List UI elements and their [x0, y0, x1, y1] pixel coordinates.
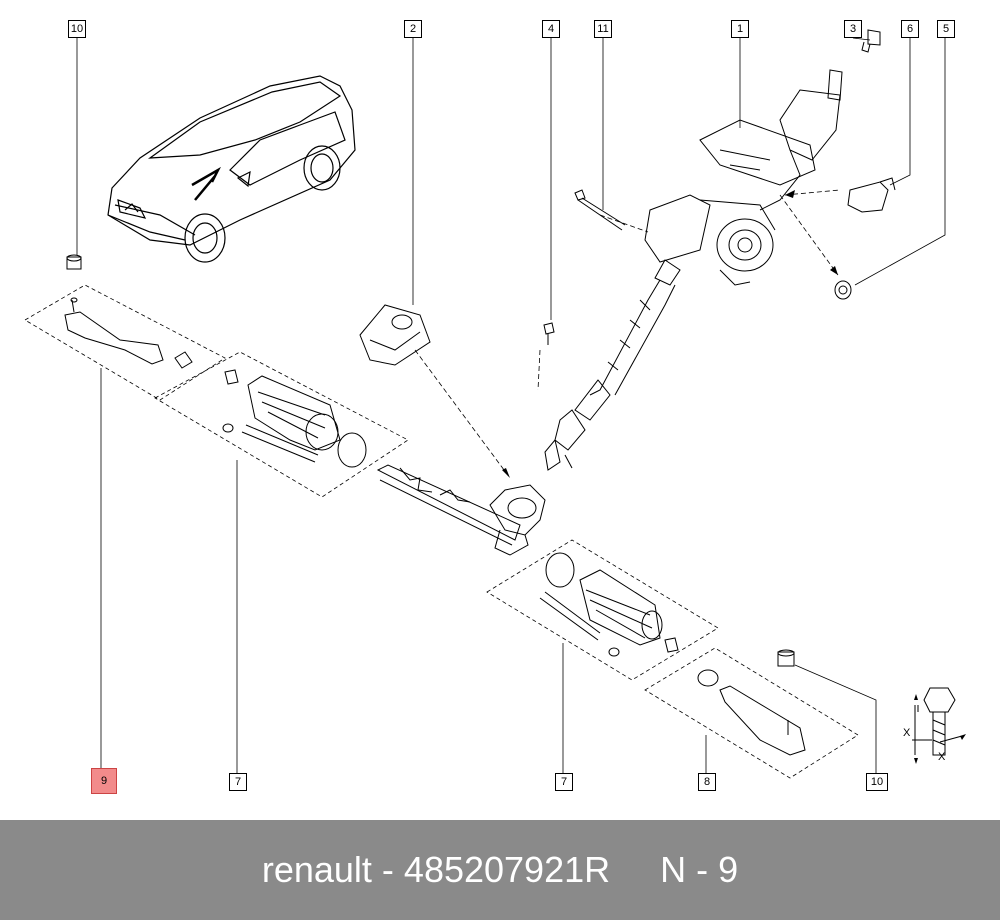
callout-9-selected[interactable]: 9 — [91, 768, 117, 794]
callout-7-right[interactable]: 7 — [555, 773, 573, 791]
car-illustration — [107, 75, 356, 263]
callout-3[interactable]: 3 — [844, 20, 862, 38]
leader-lines — [76, 37, 946, 773]
tie-rod-end-right — [697, 649, 806, 756]
callout-4[interactable]: 4 — [542, 20, 560, 38]
axis-label-x-left: X — [903, 727, 911, 739]
arrowheads — [502, 190, 966, 764]
kit-outlines — [24, 284, 859, 779]
tie-rod-end-left — [64, 254, 164, 365]
bolt-axis-icon — [912, 687, 963, 756]
callout-8[interactable]: 8 — [698, 773, 716, 791]
axis-label-x-bottom: X — [938, 751, 946, 763]
boot-kit-left — [174, 351, 367, 468]
callout-10-right[interactable]: 10 — [866, 773, 888, 791]
callout-5[interactable]: 5 — [937, 20, 955, 38]
sensor-6 — [847, 177, 896, 213]
callout-11[interactable]: 11 — [594, 20, 612, 38]
footer-bar: renault - 485207921R N - 9 — [0, 820, 1000, 920]
bolt-3 — [861, 29, 881, 53]
callout-10-left[interactable]: 10 — [68, 20, 86, 38]
callout-7-left[interactable]: 7 — [229, 773, 247, 791]
nut-5 — [834, 280, 852, 300]
exploded-parts-diagram: X X — [24, 29, 966, 779]
bolt-4 — [543, 322, 555, 345]
dashed-leaders — [414, 189, 841, 479]
callout-1[interactable]: 1 — [731, 20, 749, 38]
steering-column — [544, 69, 843, 471]
part-number-caption: renault - 485207921R N - 9 — [261, 849, 739, 890]
callout-2[interactable]: 2 — [404, 20, 422, 38]
boot-kit-right — [539, 552, 679, 657]
bolt-11 — [574, 189, 626, 231]
callout-6[interactable]: 6 — [901, 20, 919, 38]
steering-rack — [376, 464, 546, 556]
mount-2 — [359, 304, 431, 366]
